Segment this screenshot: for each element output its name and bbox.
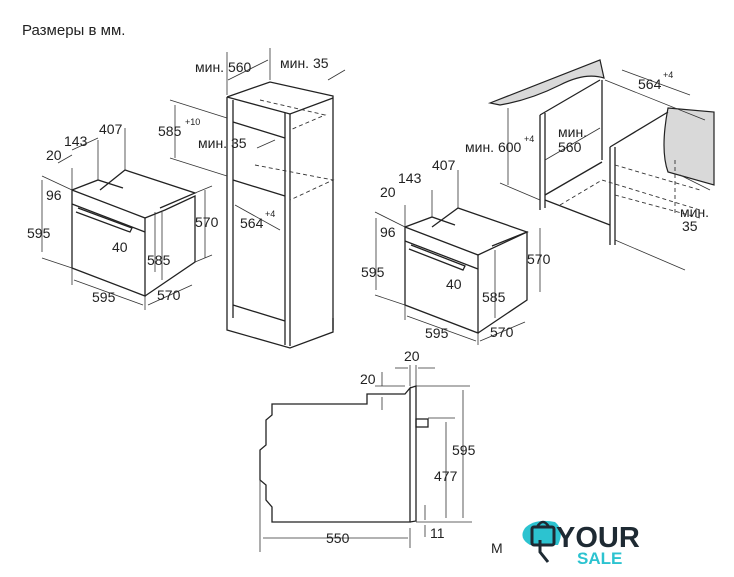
dim-handle-height: 477 [434,468,458,484]
dim-oven-depth: 570 [157,287,181,303]
dim-oven-side-height: 570 [195,214,219,230]
dim-bottom-gap: 11 [430,525,445,541]
dim-niche-height-tol: +4 [524,134,534,144]
dim-height: 595 [452,442,476,458]
dim-niche-width: 564 [240,215,264,231]
dim-oven-depth-top: 407 [99,121,123,137]
dim-oven-height: 595 [361,264,385,280]
dim-oven-depth-top: 407 [432,157,456,173]
dim-oven-body-height: 585 [147,252,171,268]
dim-oven-143: 143 [64,133,88,149]
tall-cabinet [169,48,346,349]
dim-oven-width: 595 [92,289,116,305]
yoursale-logo: YOUR SALE [522,520,640,568]
figure-side-view: 20 20 595 477 11 550 [259,348,476,552]
dim-oven-96: 96 [46,187,62,203]
dim-niche-height: мин. 600 [465,139,522,155]
footer-letter: M [491,540,503,556]
dim-oven-96: 96 [380,224,396,240]
oven-isometric-2 [374,170,541,345]
figure-under-counter: мин. 600 +4 мин. 560 564 +4 мин. 35 407 … [361,59,715,345]
dim-niche-height-tol: +10 [185,117,200,127]
dim-oven-body-height: 585 [482,289,506,305]
dim-oven-20: 20 [380,184,396,200]
shopping-bag-icon [530,525,556,547]
figure-built-in-tall: мин. 560 мин. 35 585 +10 мин. 35 564 +4 … [27,48,346,349]
dim-niche-width-tol: +4 [265,209,275,219]
dim-depth: 550 [326,530,350,546]
dim-cabinet-width-label: мин. [558,124,587,140]
dim-oven-side-height: 570 [527,251,551,267]
dim-vent-gap: мин. 35 [198,135,247,151]
countertop-right [663,107,715,186]
dim-oven-depth: 570 [490,324,514,340]
dim-niche-width: 564 [638,76,662,92]
dim-gap: 35 [682,218,698,234]
dim-cabinet-gap: мин. 35 [280,55,329,71]
hand-icon [538,540,550,563]
dim-front-thickness: 20 [404,348,420,364]
dim-oven-width: 595 [425,325,449,341]
dim-cabinet-width: мин. 560 [195,59,252,75]
dim-oven-20: 20 [46,147,62,163]
logo-word-sale: SALE [577,549,622,568]
dim-cabinet-width: 560 [558,139,582,155]
dim-oven-height: 595 [27,225,51,241]
dim-top-step: 20 [360,371,376,387]
logo-word-your: YOUR [556,522,640,554]
page-title: Размеры в мм. [22,22,126,39]
dim-oven-40: 40 [446,276,462,292]
dim-gap-label: мин. [680,204,709,220]
countertop [487,59,605,106]
dim-oven-40: 40 [112,239,128,255]
dim-niche-width-tol: +4 [663,70,673,80]
dim-oven-143: 143 [398,170,422,186]
dim-niche-height: 585 [158,123,182,139]
oven-isometric-1 [41,128,213,310]
